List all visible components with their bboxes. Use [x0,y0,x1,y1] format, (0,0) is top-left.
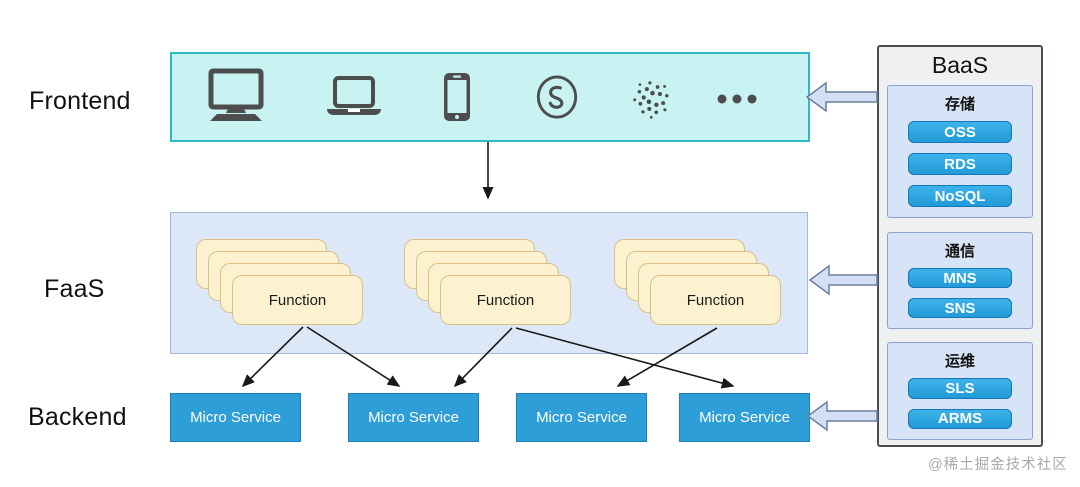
baas-group-label: 运维 [944,353,975,370]
function-stack-1: Function [196,239,363,325]
baas-title: BaaS [931,52,989,78]
function-card-front: Function [440,275,571,325]
baas-service-mns: MNS [908,268,1012,288]
frontend-band [170,52,810,142]
baas-service-oss: OSS [908,121,1012,143]
baas-to-frontend-block-arrow [805,81,878,113]
baas-service-nosql: NoSQL [908,185,1012,207]
baas-group-label: 通信 [944,243,975,260]
function-label: Function [268,291,327,309]
baas-group-communication: 通信 MNS SNS [887,232,1033,329]
baas-group-operations: 运维 SLS ARMS [887,342,1033,440]
ellipsis-icon [715,91,759,107]
baas-service-sns: SNS [908,298,1012,318]
baas-panel: BaaS 存储 OSS RDS NoSQL 通信 MNS SNS 运维 SLS … [877,45,1043,447]
baas-to-backend-block-arrow [806,400,878,432]
function-stack-2: Function [404,239,571,325]
baas-service-sls: SLS [908,378,1012,399]
function-stack-3: Function [614,239,781,325]
watermark: @稀土掘金技术社区 [928,457,1068,473]
backend-layer-label: Backend [28,403,127,431]
function-label: Function [686,291,745,309]
function-label: Function [476,291,535,309]
function-card-front: Function [650,275,781,325]
micro-service-box-3: Micro Service [516,393,647,442]
baas-service-arms: ARMS [908,408,1012,429]
baas-to-faas-block-arrow [808,264,878,296]
faas-layer-label: FaaS [44,275,105,303]
micro-service-box-4: Micro Service [679,393,810,442]
micro-service-box-1: Micro Service [170,393,301,442]
laptop-icon [324,76,384,118]
baas-group-storage: 存储 OSS RDS NoSQL [887,85,1033,218]
function-card-front: Function [232,275,363,325]
micro-service-box-2: Micro Service [348,393,479,442]
baas-group-label: 存储 [944,96,975,113]
iota-icon [628,75,676,123]
miniprogram-icon [534,73,580,121]
frontend-layer-label: Frontend [29,87,131,115]
desktop-icon [204,68,268,124]
baas-service-rds: RDS [908,153,1012,175]
smartphone-icon [442,71,472,123]
